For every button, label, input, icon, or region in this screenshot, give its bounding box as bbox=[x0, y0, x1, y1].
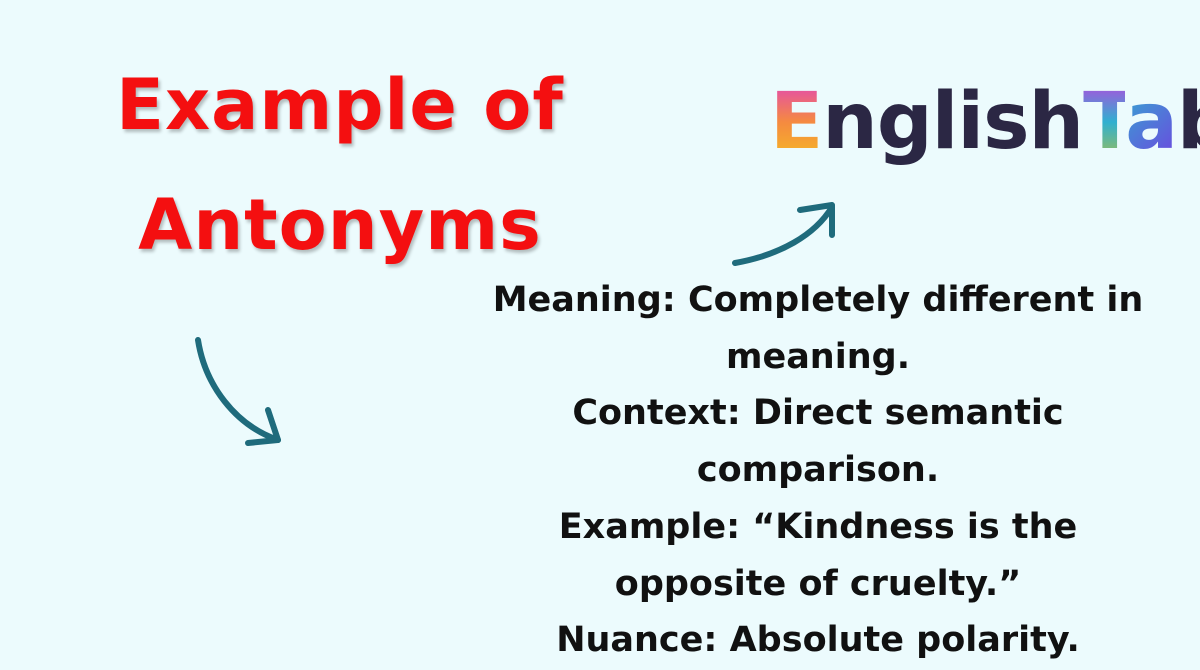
desc-line: comparison. bbox=[696, 450, 940, 491]
arrow-to-logo-icon bbox=[732, 202, 835, 266]
title-line-1: Example of bbox=[116, 64, 564, 146]
page-title: Example of Antonyms bbox=[60, 45, 620, 285]
desc-line: Context: Direct semantic bbox=[572, 393, 1064, 434]
logo-letter-e: E bbox=[770, 77, 823, 167]
logo-letter-t: T bbox=[1083, 77, 1126, 167]
logo-letter-b: b bbox=[1177, 77, 1200, 167]
arrow-down-icon bbox=[195, 337, 281, 446]
antonym-description: Meaning: Completely different in meaning… bbox=[480, 272, 1156, 669]
englishtab-logo: EnglishTab bbox=[770, 72, 1200, 172]
desc-line: meaning. bbox=[725, 336, 910, 377]
logo-nglish: nglish bbox=[822, 77, 1084, 167]
desc-line: opposite of cruelty.” bbox=[614, 563, 1022, 604]
logo-letter-a: a bbox=[1125, 77, 1178, 167]
desc-line: Example: “Kindness is the bbox=[558, 506, 1078, 547]
desc-line: Meaning: Completely different in bbox=[492, 280, 1144, 320]
title-line-2: Antonyms bbox=[138, 184, 542, 266]
desc-line: Nuance: Absolute polarity. bbox=[556, 620, 1080, 661]
